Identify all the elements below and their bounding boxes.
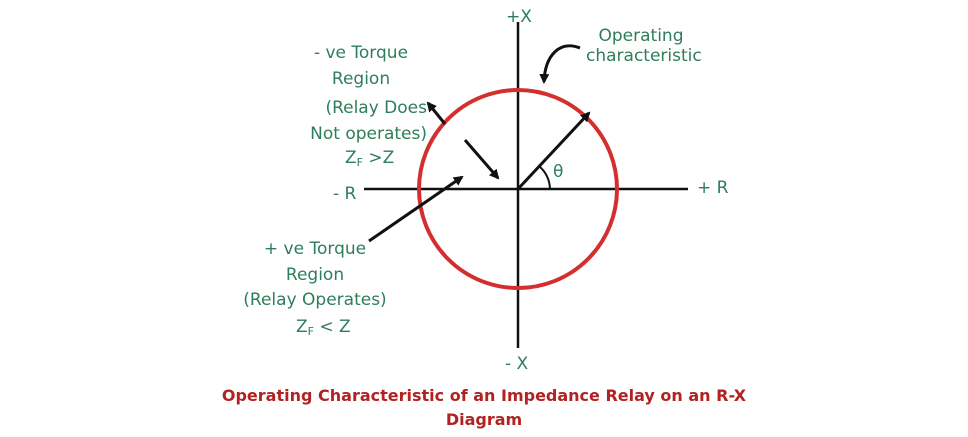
plus-x-label: +X: [506, 7, 532, 27]
negative-condition-rest: >Z: [362, 148, 395, 168]
positive-condition-subscript: F: [307, 325, 314, 338]
negative-region-line4: Not operates): [310, 124, 427, 144]
negative-region-condition: ZF >Z: [345, 148, 394, 173]
positive-region-arrow: [368, 175, 464, 243]
theta-label: θ: [553, 162, 564, 182]
negative-relay-status-label: (Relay Does Not operates): [292, 95, 427, 147]
operating-characteristic-line1: Operating: [598, 26, 684, 46]
positive-relay-status-label: (Relay Operates): [235, 290, 395, 310]
positive-region-condition: ZF < Z: [296, 317, 351, 342]
theta-angle-arc: [538, 165, 551, 190]
operating-characteristic-circle: [417, 88, 619, 290]
negative-region-line3: (Relay Does: [325, 98, 427, 118]
positive-region-line3: (Relay Operates): [243, 290, 387, 310]
negative-region-arrow-in: [463, 139, 500, 180]
positive-region-line1: + ve Torque: [263, 239, 367, 259]
negative-torque-region-label: - ve Torque Region: [296, 40, 426, 92]
negative-region-line1: - ve Torque: [313, 43, 409, 63]
positive-torque-region-label: + ve Torque Region: [250, 236, 380, 288]
characteristic-pointer-arrow: [539, 44, 581, 84]
negative-condition-z: Z: [345, 148, 357, 168]
impedance-vector-arrow: [516, 111, 591, 191]
positive-condition-z: Z: [296, 317, 308, 337]
operating-characteristic-label: Operating characteristic: [586, 26, 702, 66]
negative-region-arrow-out: [426, 101, 447, 125]
diagram-caption: Operating Characteristic of an Impedance…: [0, 384, 968, 432]
minus-r-label: - R: [333, 184, 357, 204]
operating-characteristic-line2: characteristic: [586, 46, 702, 66]
plus-r-label: + R: [697, 178, 729, 198]
positive-condition-rest: < Z: [313, 317, 351, 337]
positive-region-line2: Region: [285, 265, 345, 285]
negative-region-line2: Region: [331, 69, 391, 89]
caption-line2: Diagram: [445, 410, 523, 429]
caption-line1: Operating Characteristic of an Impedance…: [221, 386, 747, 405]
minus-x-label: - X: [505, 354, 529, 374]
negative-condition-subscript: F: [356, 156, 363, 169]
